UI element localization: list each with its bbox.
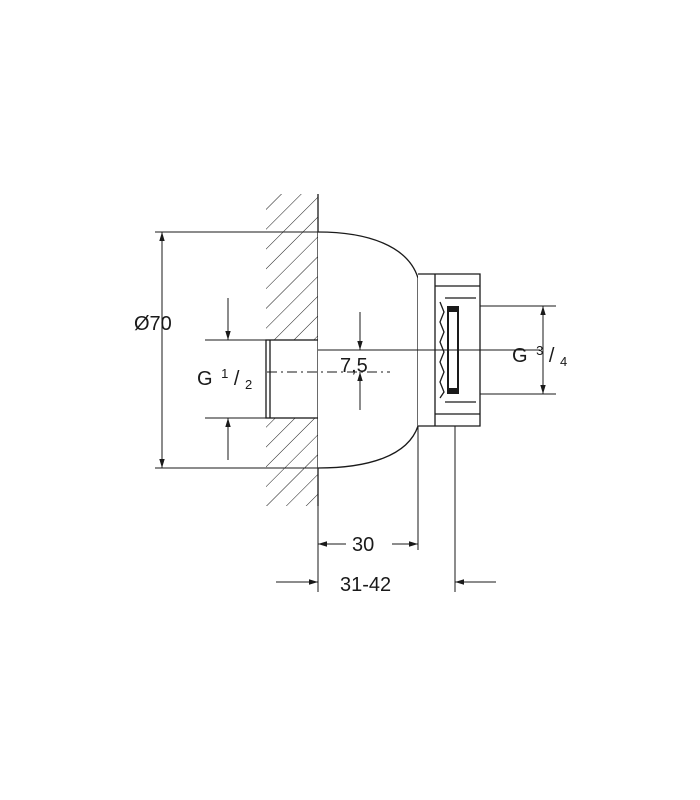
offset-label: 7,5	[340, 355, 368, 377]
inlet-thread-numerator: 1	[221, 366, 228, 381]
inlet-thread-prefix: G	[197, 368, 213, 390]
extension-lines	[155, 231, 556, 592]
inlet-pipe	[265, 339, 319, 419]
range-label: 31-42	[340, 574, 391, 596]
outlet-thread-label: G 3 / 4	[512, 338, 567, 369]
outlet-thread-slash: /	[549, 345, 555, 367]
inlet-thread-slash: /	[234, 368, 240, 390]
outlet-thread-denominator: 4	[560, 354, 567, 369]
wall-section	[266, 194, 319, 506]
inlet-thread-label: G 1 / 2	[197, 361, 252, 392]
centre-lines	[267, 349, 540, 373]
inlet-thread-denominator: 2	[245, 377, 252, 392]
depth-label: 30	[352, 534, 374, 556]
outlet-thread-numerator: 3	[536, 343, 543, 358]
outlet-thread-prefix: G	[512, 345, 528, 367]
diameter-label: Ø70	[134, 313, 172, 335]
